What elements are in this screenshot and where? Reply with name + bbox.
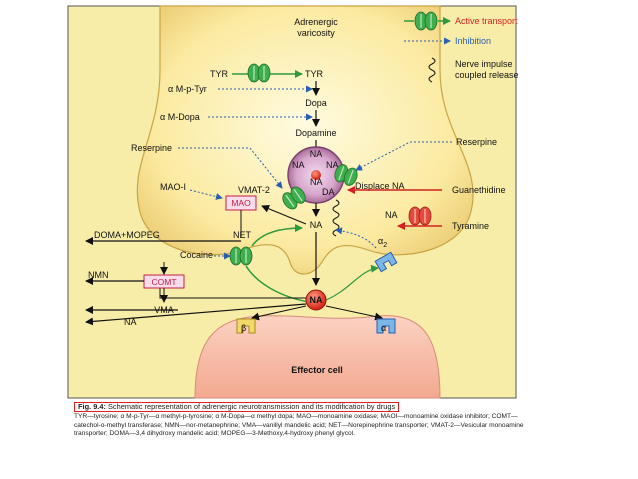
alpha2-receptor-icon xyxy=(374,251,398,273)
reserpine-left-inhibition-arrow xyxy=(178,147,283,189)
maoi-inhibition-arrow xyxy=(189,189,223,200)
reserpine-right-label: Reserpine xyxy=(456,137,497,147)
vesicle-da-label: DA xyxy=(322,187,335,197)
amdopa-label: α M-Dopa xyxy=(160,112,200,122)
caption-figure-number: Fig. 9.4: xyxy=(78,402,106,411)
ampt-label: α M-p-Tyr xyxy=(168,84,207,94)
beta-receptor-icon xyxy=(236,318,256,334)
alpha2-feedback-inhibition xyxy=(335,227,377,249)
na-efflux-out-label: NA xyxy=(124,317,137,327)
cleft-na-label: NA xyxy=(310,295,323,305)
nmn-label: NMN xyxy=(88,270,109,280)
dopa-label: Dopa xyxy=(305,98,327,108)
dopamine-label: Dopamine xyxy=(295,128,336,138)
na-to-beta-arrow xyxy=(251,305,307,321)
reserpine-left-label: Reserpine xyxy=(131,143,172,153)
cocaine-label: Cocaine xyxy=(180,250,213,260)
reserpine-right-inhibition-arrow xyxy=(355,141,452,171)
caption-abbreviations: TYR—tyrosine; α M-p-Tyr—α methyl-p-tyros… xyxy=(74,413,524,437)
maoi-label: MAO-I xyxy=(160,182,186,192)
vmat2-label: VMAT-2 xyxy=(238,185,270,195)
axoplasmic-na-label: NA xyxy=(310,220,323,230)
varicosity-label-line2: varicosity xyxy=(297,28,335,38)
caption-title-text: Schematic representation of adrenergic n… xyxy=(105,402,396,411)
alpha2-label: α2 xyxy=(378,236,387,249)
legend-nerve-impulse-line1: Nerve impulse xyxy=(455,59,513,69)
legend-nerve-impulse-icon xyxy=(428,57,436,83)
caption-title: Fig. 9.4: Schematic representation of ad… xyxy=(74,402,400,413)
beta-label: β xyxy=(241,323,246,333)
legend-inhibition-label: Inhibition xyxy=(455,36,491,46)
vesicle-na-left: NA xyxy=(292,160,305,170)
vesicle-na-bottom: NA xyxy=(310,177,323,187)
legend-nerve-impulse-line2: coupled release xyxy=(455,70,519,80)
mao-label: MAO xyxy=(231,198,251,208)
tyr-intracellular-label: TYR xyxy=(305,69,324,79)
figure-caption: Fig. 9.4: Schematic representation of ad… xyxy=(74,402,544,438)
comt-label: COMT xyxy=(151,277,176,287)
alpha-label: α xyxy=(381,323,386,333)
net-label: NET xyxy=(233,230,252,240)
na-efflux-label: NA xyxy=(385,210,398,220)
effector-cell-label: Effector cell xyxy=(291,365,343,375)
na-efflux-arrow xyxy=(85,303,307,326)
effector-cell xyxy=(194,315,441,399)
vesicle-core xyxy=(311,170,321,180)
guanethidine-label: Guanethidine xyxy=(452,185,506,195)
net-reuptake-arrow xyxy=(251,224,303,247)
legend-active-transport-label: Active transport xyxy=(455,16,518,26)
adrenergic-varicosity xyxy=(136,5,474,275)
cleft-na-circle xyxy=(305,289,327,311)
na-to-alpha2-arrow xyxy=(325,264,379,301)
vesicle-na-top: NA xyxy=(310,149,323,159)
tyramine-label: Tyramine xyxy=(452,221,489,231)
varicosity-label-line1: Adrenergic xyxy=(294,17,338,27)
displace-na-label: Displace NA xyxy=(355,181,405,191)
vesicle-na-right: NA xyxy=(326,160,339,170)
na-to-mao-arrow xyxy=(261,204,307,225)
doma-mopeg-label: DOMA+MOPEG xyxy=(94,230,160,240)
na-to-alpha-arrow xyxy=(325,305,383,321)
alpha-receptor-icon xyxy=(376,318,396,334)
tyr-extracellular-label: TYR xyxy=(210,69,229,79)
